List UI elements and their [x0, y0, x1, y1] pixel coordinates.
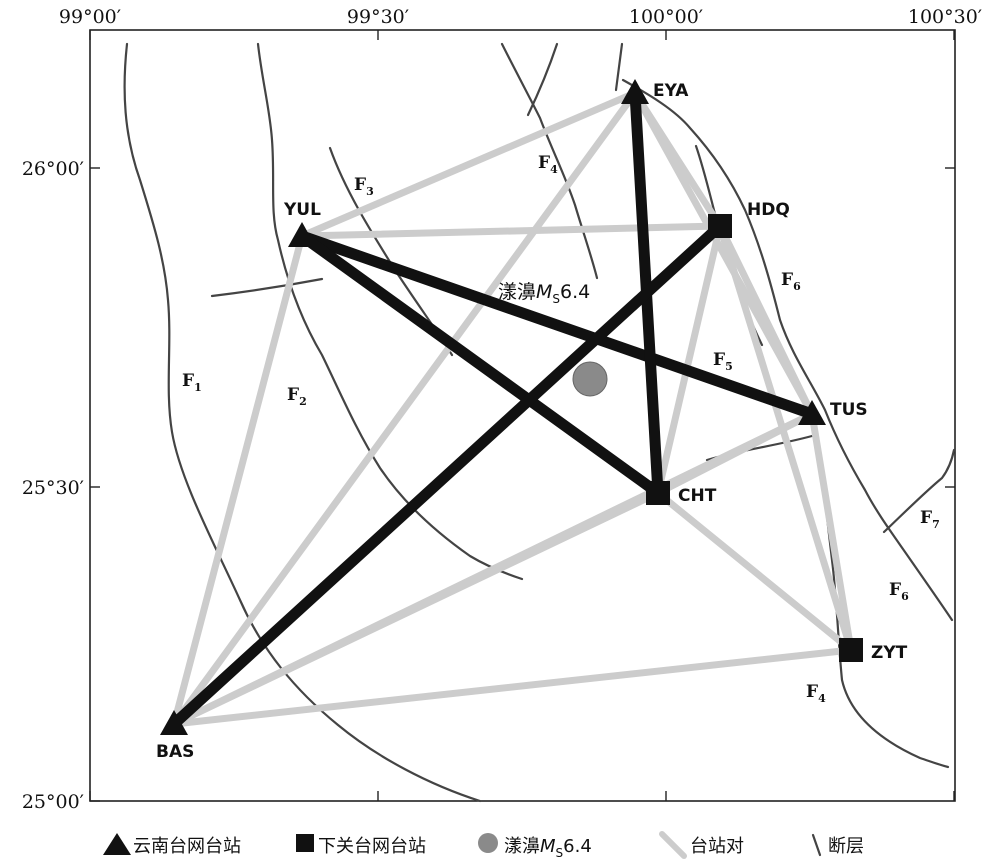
pair-yul-hdq: [298, 222, 724, 240]
fault-label-f1: F1: [182, 371, 202, 394]
legend-yunnan-label: 云南台网台站: [133, 836, 241, 857]
lon-label-1: 99°00′: [59, 6, 121, 28]
black-station-pairs: [168, 87, 818, 730]
pair-eya-yul: [298, 89, 639, 240]
lat-label-2: 25°30′: [22, 477, 84, 499]
earthquake-epicenter: [572, 361, 608, 397]
lon-label-4: 100°30′: [908, 6, 982, 28]
station-label-yul: YUL: [283, 200, 321, 220]
fault-label-f6-south: F6: [889, 580, 909, 603]
legend-circle-icon: [478, 833, 498, 853]
pair-yul-tus: [296, 230, 818, 420]
legend-quake-label: 漾濞MS6.4: [504, 836, 592, 860]
legend-pair-label: 台站对: [690, 836, 744, 857]
station-label-tus: TUS: [830, 400, 868, 420]
legend-square-icon: [296, 834, 314, 852]
legend-triangle-icon: [103, 833, 131, 855]
pair-eya-bas: [170, 89, 639, 728]
legend-xiaguan-label: 下关台网台站: [318, 836, 426, 857]
fault-label-f2: F2: [287, 385, 307, 408]
lon-label-2: 99°30′: [347, 6, 409, 28]
pair-tus-zyt: [808, 410, 855, 654]
pair-hdq-bas: [168, 220, 726, 730]
station-label-zyt: ZYT: [871, 643, 908, 663]
fault-label-f6-north: F6: [781, 270, 801, 293]
fault-label-f4-north: F4: [538, 153, 558, 176]
station-label-cht: CHT: [678, 486, 717, 506]
gray-station-pairs: [170, 89, 855, 728]
pair-hdq-zyt: [716, 222, 855, 654]
station-bas-marker: [160, 710, 188, 735]
legend-fault-icon: [811, 833, 822, 857]
xiaguan-stations: [646, 214, 863, 662]
fault-label-f4-south: F4: [806, 682, 826, 705]
lon-label-3: 100°00′: [629, 6, 703, 28]
earthquake-label: 漾濞MS6.4: [498, 281, 590, 306]
lat-label-1: 26°00′: [22, 158, 84, 180]
pair-hdq-cht: [654, 222, 724, 497]
station-yul-marker: [288, 222, 316, 247]
station-label-eya: EYA: [653, 81, 689, 101]
station-tus-marker: [798, 400, 826, 425]
station-hdq-marker: [708, 214, 732, 238]
axis-ticks: [89, 30, 955, 802]
pair-yul-bas: [170, 232, 306, 728]
pair-yul-cht: [296, 230, 664, 499]
station-zyt-marker: [839, 638, 863, 662]
fault-label-f3: F3: [354, 175, 374, 198]
pair-hdq-tus: [716, 222, 816, 418]
station-eya-marker: [621, 79, 649, 104]
pair-zyt-bas: [170, 646, 855, 728]
yunnan-stations: [160, 79, 826, 735]
station-cht-marker: [646, 481, 670, 505]
fault-label-f7: F7: [920, 508, 940, 531]
station-label-bas: BAS: [156, 742, 194, 762]
lat-label-3: 25°00′: [22, 791, 84, 813]
pair-cht-bas: [170, 489, 662, 728]
pair-cht-zyt: [654, 489, 855, 654]
fault-label-f5: F5: [713, 350, 733, 373]
legend-fault-label: 断层: [828, 836, 864, 857]
pair-tus-cht: [654, 410, 816, 497]
legend-pair-icon: [659, 831, 687, 859]
station-label-hdq: HDQ: [747, 200, 790, 220]
legend: 云南台网台站 下关台网台站 漾濞MS6.4 台站对 断层: [103, 831, 864, 860]
